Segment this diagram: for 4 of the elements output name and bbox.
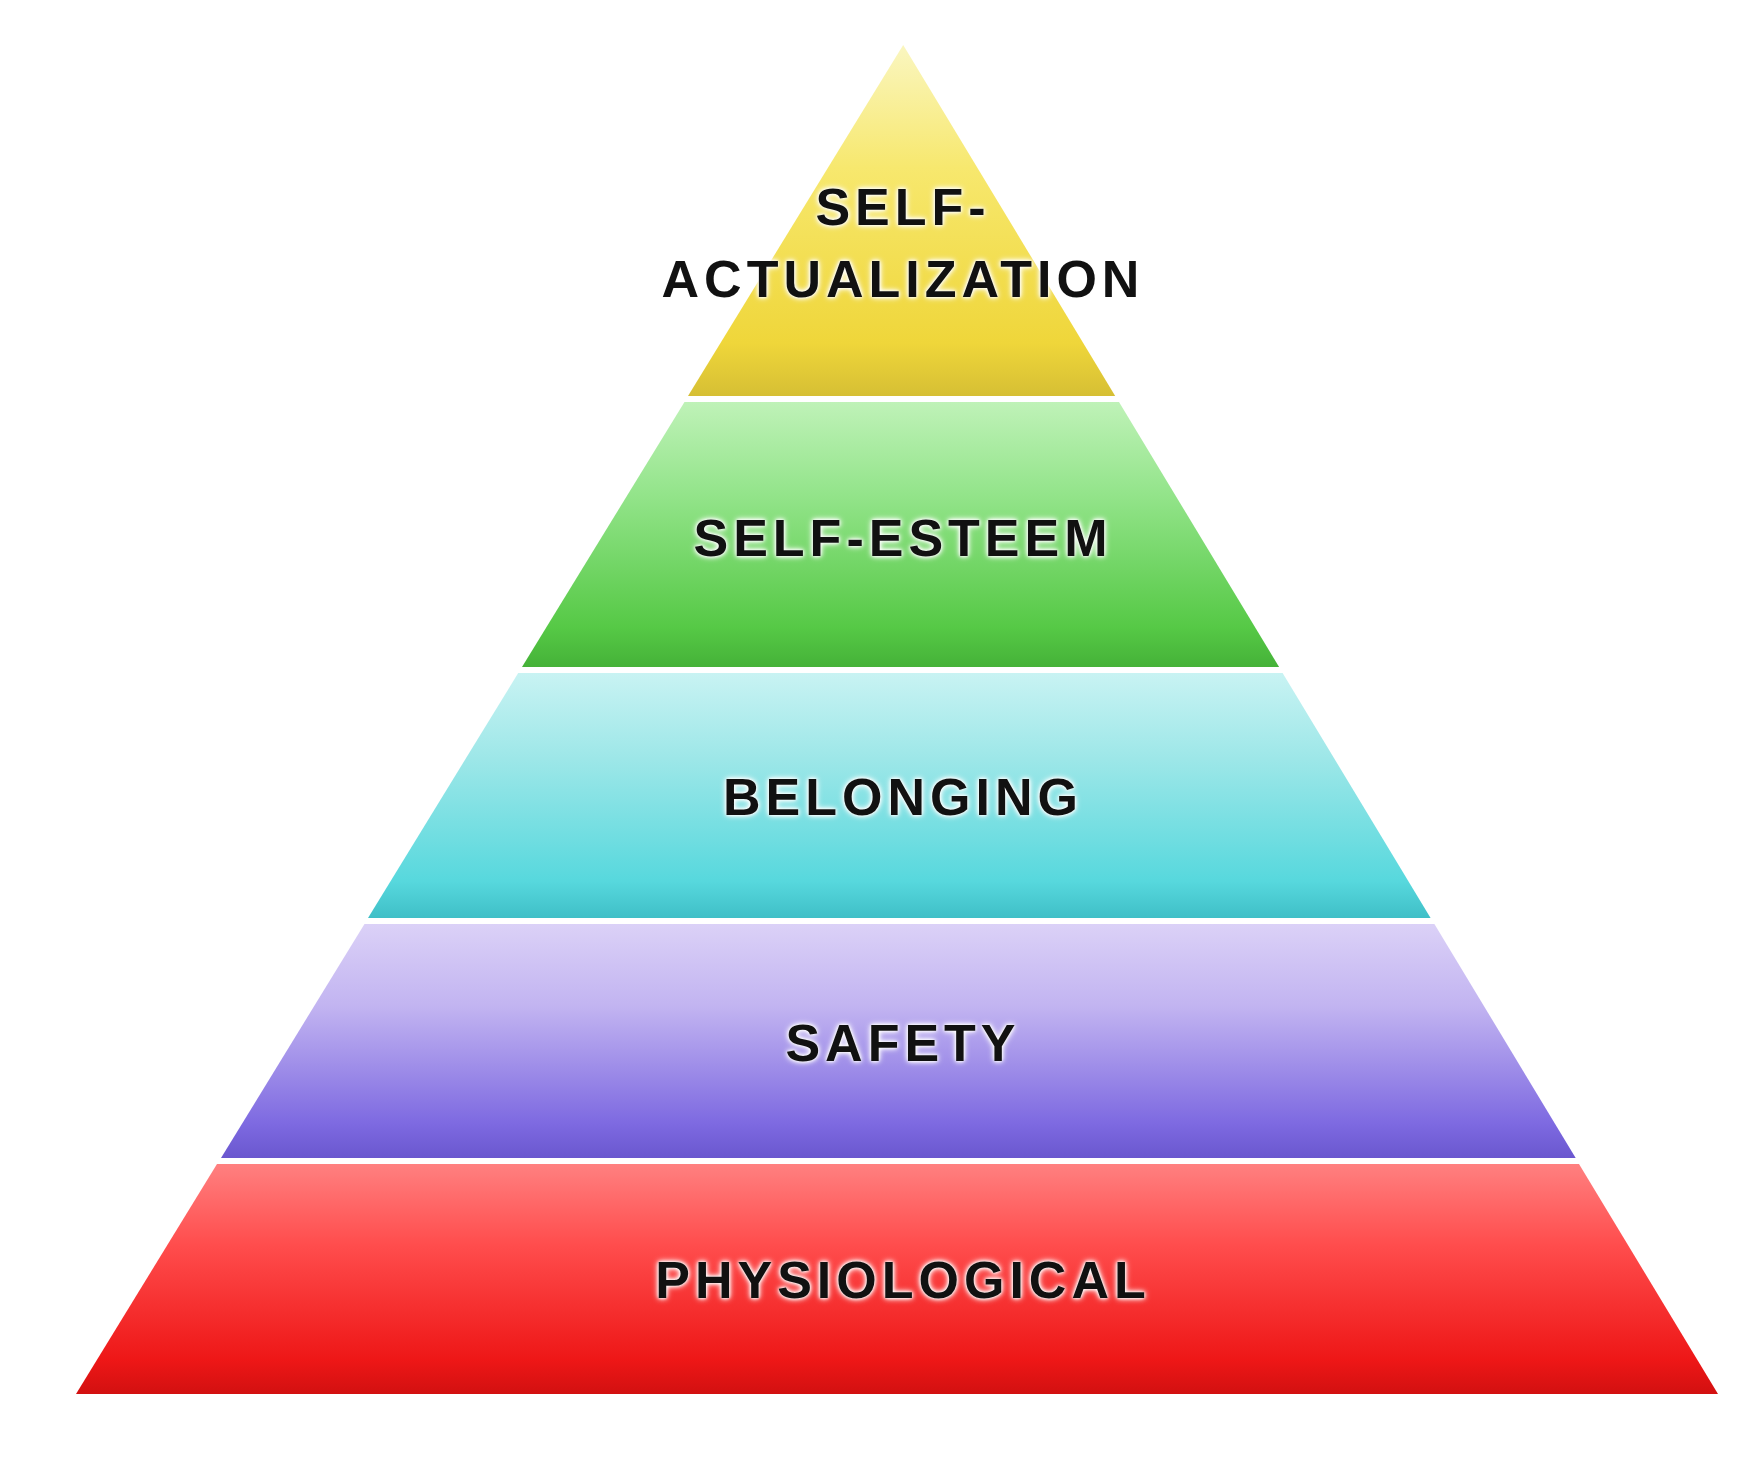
tier-label: PHYSIOLOGICAL <box>655 1250 1151 1311</box>
tier-label: SELF-ESTEEM <box>693 508 1113 569</box>
tier-label: BELONGING <box>723 767 1083 828</box>
tier-label: SAFETY <box>785 1013 1021 1074</box>
